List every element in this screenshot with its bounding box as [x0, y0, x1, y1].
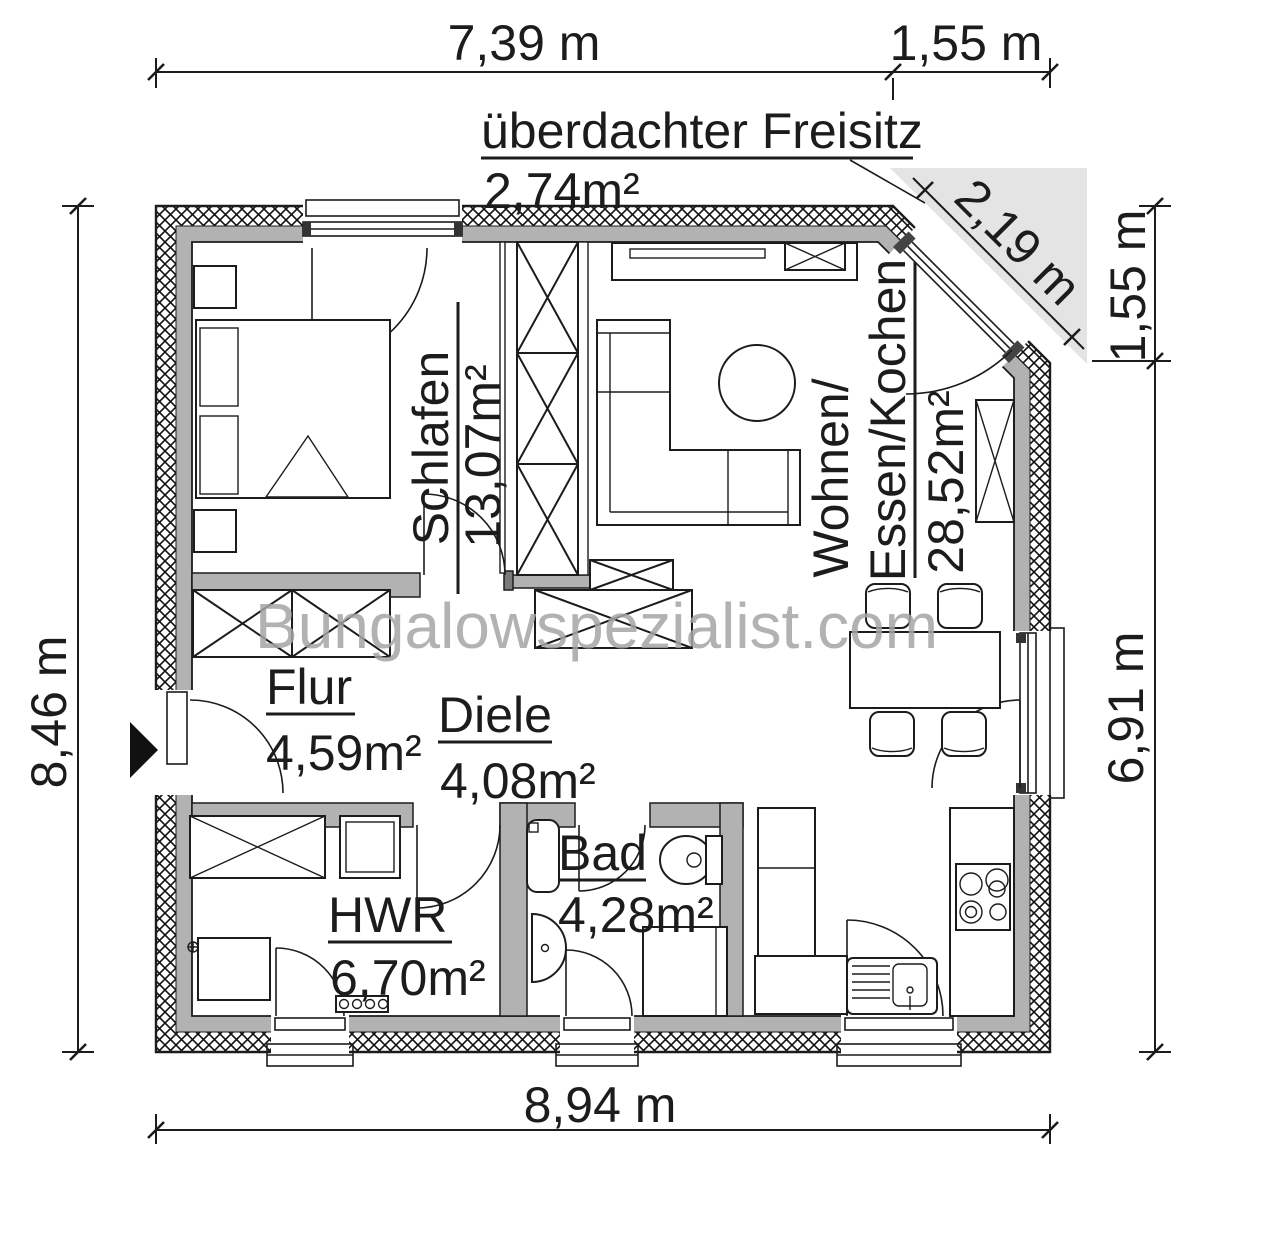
pillow: [199, 415, 239, 495]
dimension-lines: [62, 58, 1171, 1144]
bedroom-window: [302, 198, 463, 364]
shower: [642, 926, 728, 1017]
watermark: Bungalowspezialist.com: [255, 590, 938, 662]
coffee-table: [718, 344, 796, 422]
tall-cabinet: [757, 807, 816, 957]
dimension-left: 8,46 m: [21, 636, 77, 789]
room-area-schlafen: 13,07m²: [455, 364, 511, 547]
blanket-fold: [264, 434, 350, 498]
chair: [937, 583, 983, 629]
hwr-window: [266, 947, 354, 1067]
dining-furniture: [849, 583, 1001, 757]
flur-wardrobe: [192, 589, 391, 658]
room-area-hwr: 6,70m²: [330, 950, 486, 1006]
room-label-bad: Bad: [558, 825, 647, 881]
room-label-schlafen: Schlafen: [403, 351, 459, 546]
washing-machine: [339, 815, 401, 879]
terrace-area: [890, 168, 1087, 364]
room-label-hwr: HWR: [328, 887, 447, 943]
room-label-wohnen-1: Wohnen/: [803, 378, 859, 577]
appliance: [197, 937, 271, 1001]
hwr-door: [416, 824, 501, 909]
bedroom-door: [423, 493, 506, 576]
bad-furniture: [526, 819, 728, 1017]
chair: [941, 711, 987, 757]
freisitz-label: überdachter Freisitz: [481, 103, 923, 159]
sofa: [596, 319, 801, 526]
nightstand: [193, 509, 237, 553]
room-area-wohnen: 28,52m²: [918, 390, 974, 573]
dimension-top-left: 7,39 m: [448, 15, 601, 71]
nightstand: [193, 265, 237, 309]
bad-window: [555, 949, 639, 1067]
pillow: [199, 327, 239, 407]
chair: [865, 583, 911, 629]
entrance-door: [154, 690, 284, 795]
closet-column: [516, 241, 579, 576]
room-label-diele: Diele: [438, 687, 552, 743]
room-area-flur: 4,59m²: [266, 725, 422, 781]
dimension-right-bottom: 6,91 m: [1098, 632, 1154, 785]
room-label-flur: Flur: [266, 659, 352, 715]
room-area-bad: 4,28m²: [558, 887, 714, 943]
terrace-door: [886, 225, 1031, 395]
room-label-wohnen-2: Essen/Kochen: [860, 259, 916, 581]
hwr-furniture: [187, 815, 401, 1013]
living-furniture: [596, 242, 1015, 526]
chair: [869, 711, 915, 757]
kitchen-terrace-window: [931, 627, 1065, 799]
kitchen-window: [836, 919, 962, 1067]
dimension-bottom: 8,94 m: [524, 1077, 677, 1133]
room-area-diele: 4,08m²: [440, 753, 596, 809]
dimension-right-top: 1,55 m: [1100, 210, 1156, 363]
kitchen-sink: [846, 957, 938, 1015]
dining-table: [849, 631, 1001, 709]
kitchen-furniture: [754, 807, 1015, 1017]
entrance-arrow-icon: [130, 722, 158, 778]
toilet: [659, 835, 713, 885]
bathroom-radiator: [526, 819, 560, 893]
bedroom-furniture: [193, 265, 391, 553]
bed: [195, 319, 391, 499]
freisitz-area: 2,74m²: [484, 163, 640, 219]
diele-cabinets: [534, 559, 693, 649]
dimension-top-right: 1,55 m: [890, 15, 1043, 71]
kitchen-counter: [754, 955, 848, 1015]
